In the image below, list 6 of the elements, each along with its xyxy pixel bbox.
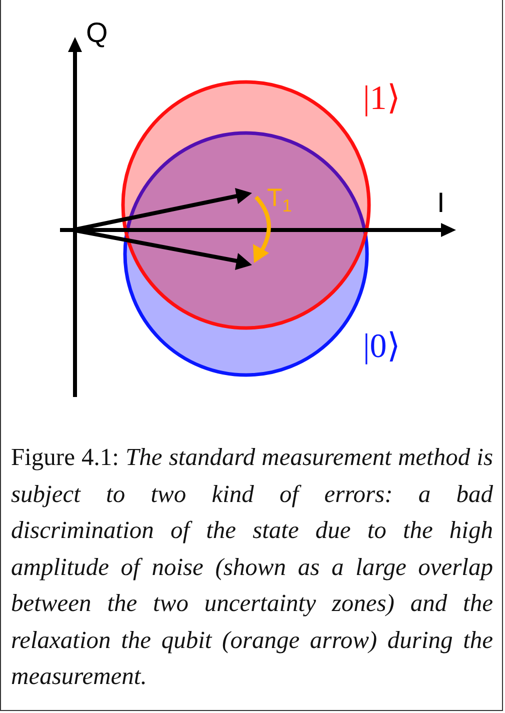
axis-label: I <box>437 189 445 217</box>
state-label: |0⟩ <box>363 330 400 364</box>
axis-label: Q <box>86 19 108 47</box>
time-label: T$_{1}$ <box>267 186 292 215</box>
state-label: |1⟩ <box>363 82 400 116</box>
figure-caption: Figure 4.1: The standard measurement method is subject to two kind of errors: a bad discrimination of the state due to the high amplitude of noise (shown as a large overlap between the two uncertainty zones) and the relaxation the qubit (orange arrow) during the measurement. <box>11 443 493 692</box>
